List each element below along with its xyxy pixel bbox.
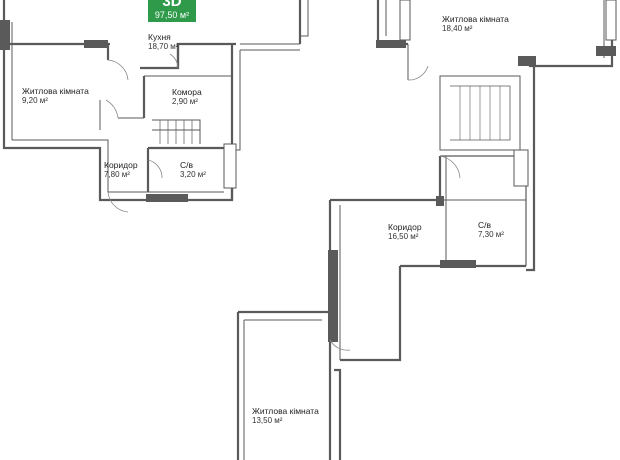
room-area: 16,50 м² <box>388 232 419 241</box>
room-label-kitchen: Кухня 18,70 м² <box>148 32 178 52</box>
room-area: 3,20 м² <box>180 170 206 179</box>
room-area: 2,90 м² <box>172 97 198 106</box>
room-label-living-1: Житлова кімната 9,20 м² <box>22 86 89 106</box>
room-name: Житлова кімната <box>442 14 509 24</box>
room-area: 18,70 м² <box>148 42 179 51</box>
room-area: 7,80 м² <box>104 170 130 179</box>
right-unit-top-right <box>528 0 614 68</box>
room-name: С/в <box>180 160 194 170</box>
room-name: Житлова кімната <box>252 406 319 416</box>
total-area: 97,50 м² <box>154 10 190 20</box>
room-area: 18,40 м² <box>442 24 473 33</box>
apartment-type: 3D <box>162 0 182 10</box>
room-label-corridor-1: Коридор 7,80 м² <box>104 160 138 180</box>
room-label-bath-2: С/в 7,30 м² <box>478 220 504 240</box>
structural-columns <box>0 0 617 342</box>
apartment-type-badge: 3D 97,50 м² <box>148 0 196 22</box>
room-label-living-2: Житлова кімната 18,40 м² <box>442 14 509 34</box>
room-name: Комора <box>172 87 202 97</box>
door-swings <box>105 53 461 351</box>
room-name: С/в <box>478 220 492 230</box>
room-label-living-3: Житлова кімната 13,50 м² <box>252 406 319 426</box>
room-area: 13,50 м² <box>252 416 283 425</box>
room-area: 9,20 м² <box>22 96 48 105</box>
room-label-corridor-2: Коридор 16,50 м² <box>388 222 422 242</box>
room-label-storage: Комора 2,90 м² <box>172 87 202 107</box>
room-name: Коридор <box>104 160 138 170</box>
room-area: 7,30 м² <box>478 230 504 239</box>
room-name: Кухня <box>148 32 171 42</box>
room-name: Коридор <box>388 222 422 232</box>
room-name: Житлова кімната <box>22 86 89 96</box>
room-label-bath-1: С/в 3,20 м² <box>180 160 206 180</box>
